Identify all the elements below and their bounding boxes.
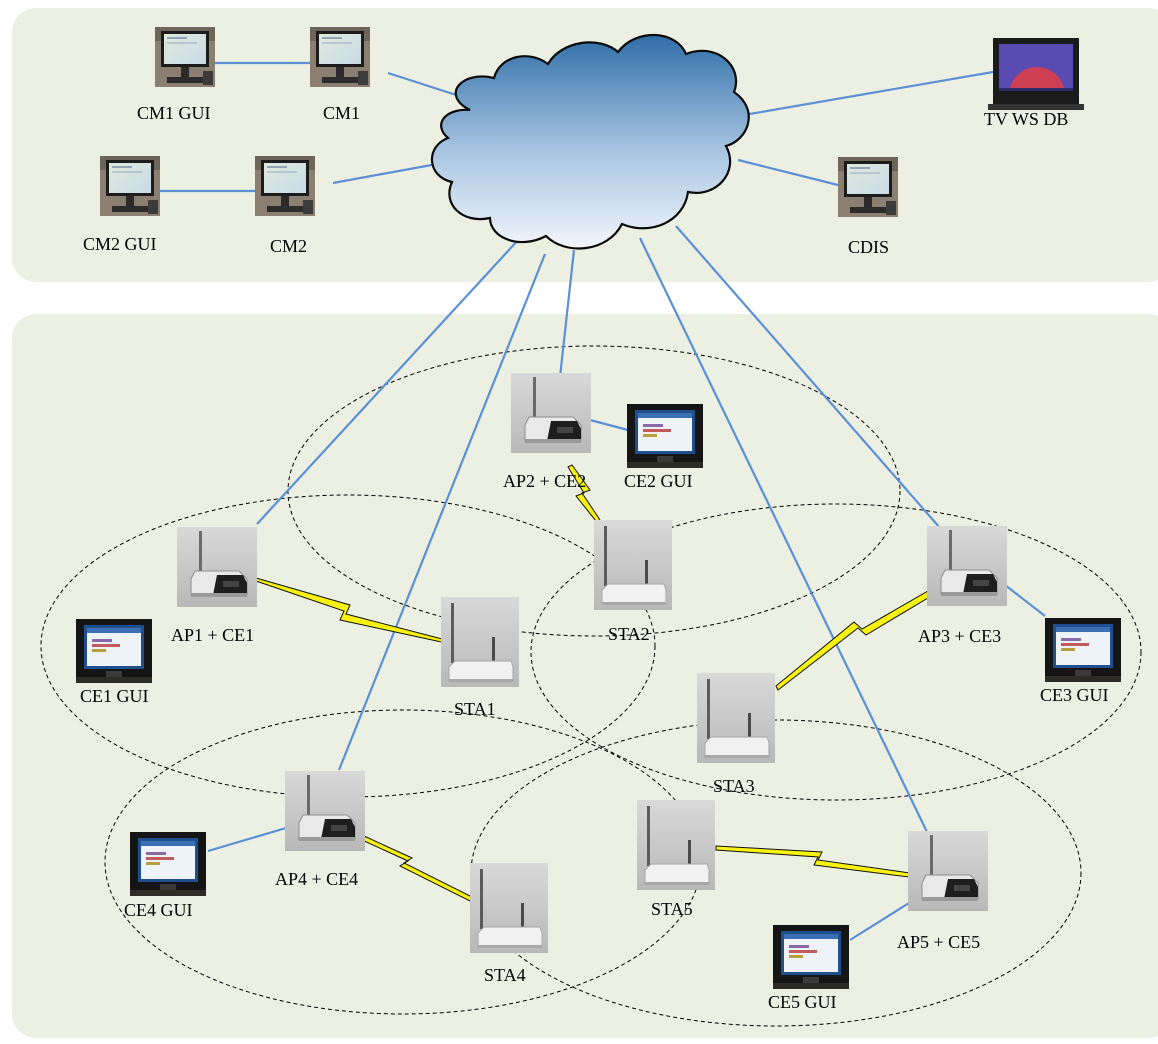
ce4-gui-monitor-icon — [130, 832, 206, 896]
sta4-label: STA4 — [484, 965, 526, 985]
link-ap4-ce4gui — [207, 826, 287, 853]
link-cloud-tvwsdb — [737, 70, 994, 118]
ap4-access-point-icon — [284, 770, 366, 852]
ap1-access-point-icon — [176, 526, 258, 608]
cm2-gui-label: CM2 GUI — [83, 234, 157, 254]
link-cloud-ap5 — [639, 237, 928, 833]
ce3-gui-monitor-icon — [1045, 618, 1121, 682]
ap3-access-point-icon — [926, 525, 1008, 607]
link-cloud-ap2 — [558, 249, 576, 378]
ce2-gui-monitor-icon — [627, 404, 703, 468]
sta3-wireless-station-icon — [696, 672, 776, 764]
cm2-gui-monitor-icon — [100, 156, 160, 216]
cm1-label: CM1 — [323, 103, 361, 123]
cm1-gui-label: CM1 GUI — [137, 103, 211, 123]
cm1-gui-monitor-icon — [155, 27, 215, 87]
ce5-gui-monitor-icon — [773, 925, 849, 989]
sta4-wireless-station-icon — [469, 862, 549, 954]
ce5-gui-label: CE5 GUI — [768, 992, 837, 1012]
ap3-label: AP3 + CE3 — [918, 626, 1002, 646]
ce1-gui-monitor-icon — [76, 619, 152, 683]
link-ap5-ce5gui — [849, 902, 910, 941]
ap2-access-point-icon — [510, 372, 592, 454]
ce4-gui-label: CE4 GUI — [124, 900, 193, 920]
ap2-label: AP2 + CE2 — [503, 471, 587, 491]
cm2-monitor-icon — [255, 156, 315, 216]
laptop-icon — [988, 38, 1084, 110]
wireless-ap3-sta3 — [775, 575, 959, 691]
link-cloud-ap4 — [337, 253, 547, 771]
ce3-gui-label: CE3 GUI — [1040, 685, 1109, 705]
ce1-gui-label: CE1 GUI — [80, 686, 149, 706]
sta5-wireless-station-icon — [636, 799, 716, 891]
link-ap3-ce3gui — [1004, 584, 1046, 617]
sta1-wireless-station-icon — [440, 596, 520, 688]
internet-cloud-icon — [430, 33, 750, 250]
ap5-label: AP5 + CE5 — [897, 932, 981, 952]
ap4-label: AP4 + CE4 — [275, 869, 359, 889]
sta2-wireless-station-icon — [593, 519, 673, 611]
link-cloud-ap3 — [675, 225, 941, 529]
cm2-label: CM2 — [270, 236, 308, 256]
ap1-label: AP1 + CE1 — [171, 625, 255, 645]
coverage-ellipse-ap5 — [470, 719, 1082, 1027]
wired-links — [150, 61, 1046, 941]
cdis-label: CDIS — [848, 237, 890, 257]
link-cloud-cdis — [737, 158, 839, 187]
link-cloud-ap1 — [256, 237, 521, 525]
ap5-access-point-icon — [907, 830, 989, 912]
cm1-monitor-icon — [310, 27, 370, 87]
sta2-label: STA2 — [608, 624, 650, 644]
sta1-label: STA1 — [454, 699, 496, 719]
coverage-ellipse-ap3 — [530, 503, 1142, 801]
ce2-gui-label: CE2 GUI — [624, 471, 693, 491]
tvws-db-label: TV WS DB — [984, 109, 1069, 129]
access-network-panel — [12, 314, 1158, 1038]
link-cm2-cloud — [332, 160, 449, 185]
link-ap2-ce2gui — [589, 418, 629, 432]
coverage-ellipse-ap1 — [40, 494, 656, 798]
sta3-label: STA3 — [713, 776, 755, 796]
cdis-monitor-icon — [838, 157, 898, 217]
sta5-label: STA5 — [651, 899, 693, 919]
